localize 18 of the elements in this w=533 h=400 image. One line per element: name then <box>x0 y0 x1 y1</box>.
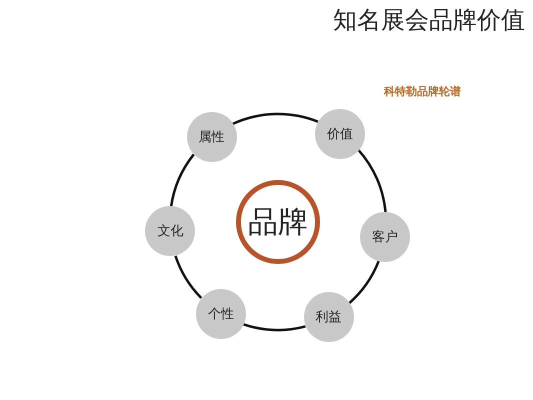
node-label: 文化 <box>157 223 184 240</box>
node-label: 客户 <box>372 229 398 246</box>
node-label: 价值 <box>326 126 353 143</box>
node-label: 利益 <box>316 309 342 326</box>
caption-label: 科特勒品牌轮谱 <box>384 84 461 99</box>
ring-arc <box>170 154 195 207</box>
node-label: 品牌 <box>248 204 308 242</box>
node-label: 属性 <box>198 128 224 146</box>
ring-arc <box>358 149 387 212</box>
ring-arc <box>348 260 380 304</box>
ring-arc <box>232 112 318 126</box>
circle-node <box>314 108 365 159</box>
title: 知名展会品牌价值 <box>333 5 525 36</box>
ring-arc <box>243 323 306 332</box>
circle-node <box>196 288 246 339</box>
ring-arc <box>174 255 202 299</box>
circle-node <box>186 112 236 162</box>
node-label: 个性 <box>208 306 234 323</box>
